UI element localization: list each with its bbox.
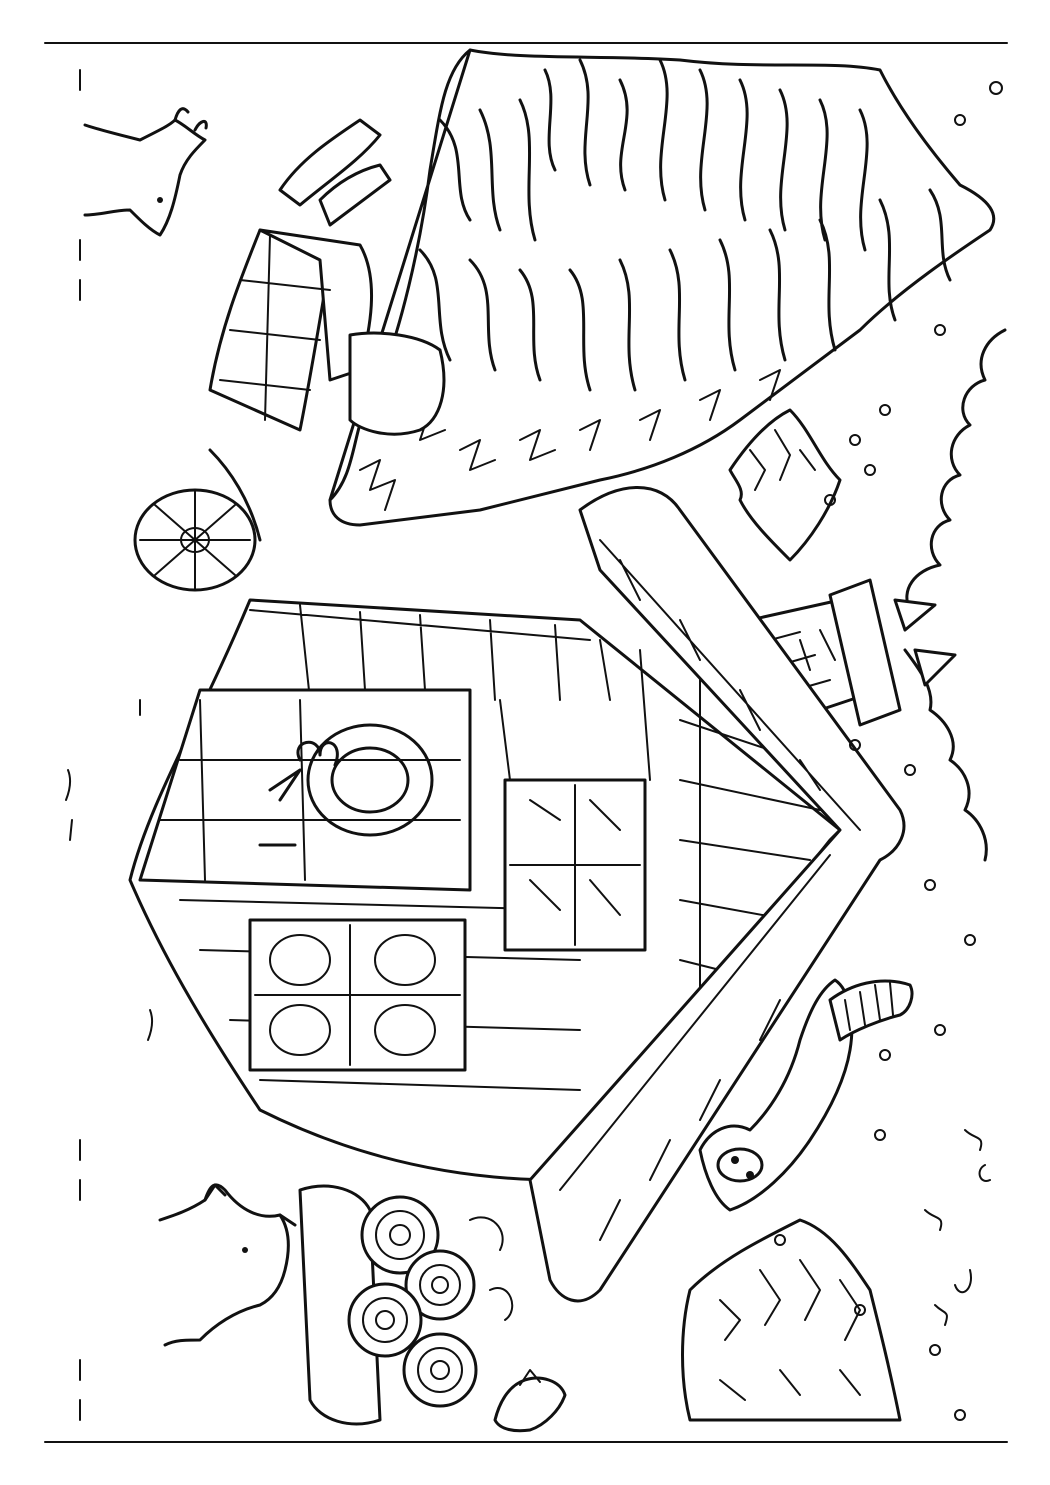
snow-scribble <box>924 1129 991 1326</box>
fox-icon <box>79 1139 297 1421</box>
firewood-logs-icon <box>298 1184 514 1426</box>
snow-bush-icon <box>903 328 1007 862</box>
pine-tree-icon <box>328 48 996 527</box>
snowy-roof-icon <box>528 486 906 1303</box>
pine-tree-icon <box>728 408 842 562</box>
squirrel-icon <box>493 1369 567 1433</box>
snow-scribble <box>65 699 154 1041</box>
wagon-icon <box>208 118 446 436</box>
window-icon <box>503 778 647 952</box>
rabbit-icon <box>79 69 208 301</box>
raccoon-icon <box>698 978 914 1212</box>
pine-tree-icon <box>681 1218 902 1422</box>
front-door-icon <box>138 688 472 892</box>
snowflake-dot-icon <box>774 81 1003 1421</box>
window-icon <box>248 918 467 1072</box>
wagon-wheel-icon <box>133 448 262 592</box>
wreath-icon <box>268 723 434 837</box>
